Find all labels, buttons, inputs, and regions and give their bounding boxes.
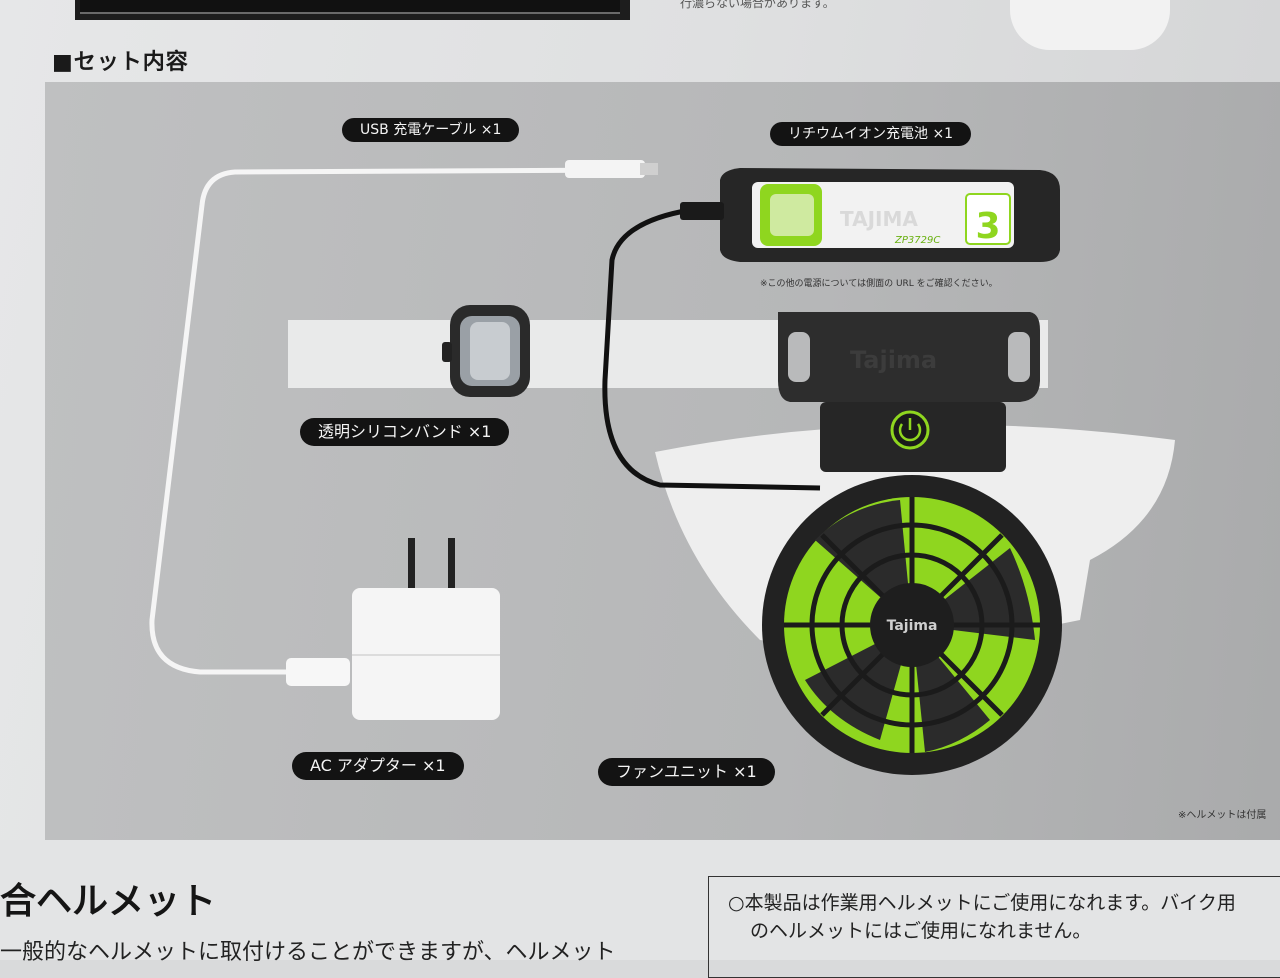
fan-hub — [870, 583, 954, 667]
label-ac-adapter: AC アダプター ×1 — [292, 752, 464, 780]
fan-plate-brand-emboss: Tajima — [850, 346, 937, 374]
notice-line-1: ○本製品は作業用ヘルメットにご使用になれます。バイク用 — [728, 892, 1236, 914]
label-fan-unit: ファンユニット ×1 — [598, 758, 775, 786]
usb-cable-wire — [149, 167, 646, 675]
notice-line-2: のヘルメットにはご使用になれません。 — [750, 920, 1092, 942]
top-header-bar — [75, 0, 630, 20]
top-helmet-photo — [1010, 0, 1170, 50]
bottom-title: 合ヘルメット — [0, 881, 217, 922]
label-silicone-band: 透明シリコンバンド ×1 — [300, 418, 510, 446]
fan-hub-brand: Tajima — [887, 618, 938, 634]
dc-cable-plug — [680, 202, 724, 220]
top-note: 行濃らない場合があります。 — [680, 0, 835, 10]
usb-cable-plug-c — [565, 160, 645, 178]
ac-adapter-prong-right — [448, 538, 455, 596]
battery-number: 3 — [975, 206, 1000, 247]
section-title: ■セット内容 — [52, 50, 189, 75]
bottom-section — [0, 840, 1280, 960]
battery-model: ZP3729C — [894, 235, 940, 246]
ac-adapter-prong-left — [408, 538, 415, 596]
battery-power-note: ※この他の電源については側面の URL をご確認ください。 — [760, 279, 998, 289]
usb-cable-tip — [640, 163, 658, 175]
top-header-bar-inner — [80, 0, 620, 14]
dc-cable — [602, 207, 821, 491]
label-battery: リチウムイオン充電池 ×1 — [770, 122, 972, 146]
label-usb-cable: USB 充電ケーブル ×1 — [342, 118, 520, 142]
usb-cable-plug-a — [286, 658, 350, 686]
bottom-text: 一般的なヘルメットに取付けることができますが、ヘルメット — [0, 940, 616, 965]
helmet-note: ※ヘルメットは付属 — [1178, 810, 1267, 821]
fan-mount-plate — [778, 312, 1040, 402]
battery-brand: TAJIMA — [840, 207, 918, 231]
